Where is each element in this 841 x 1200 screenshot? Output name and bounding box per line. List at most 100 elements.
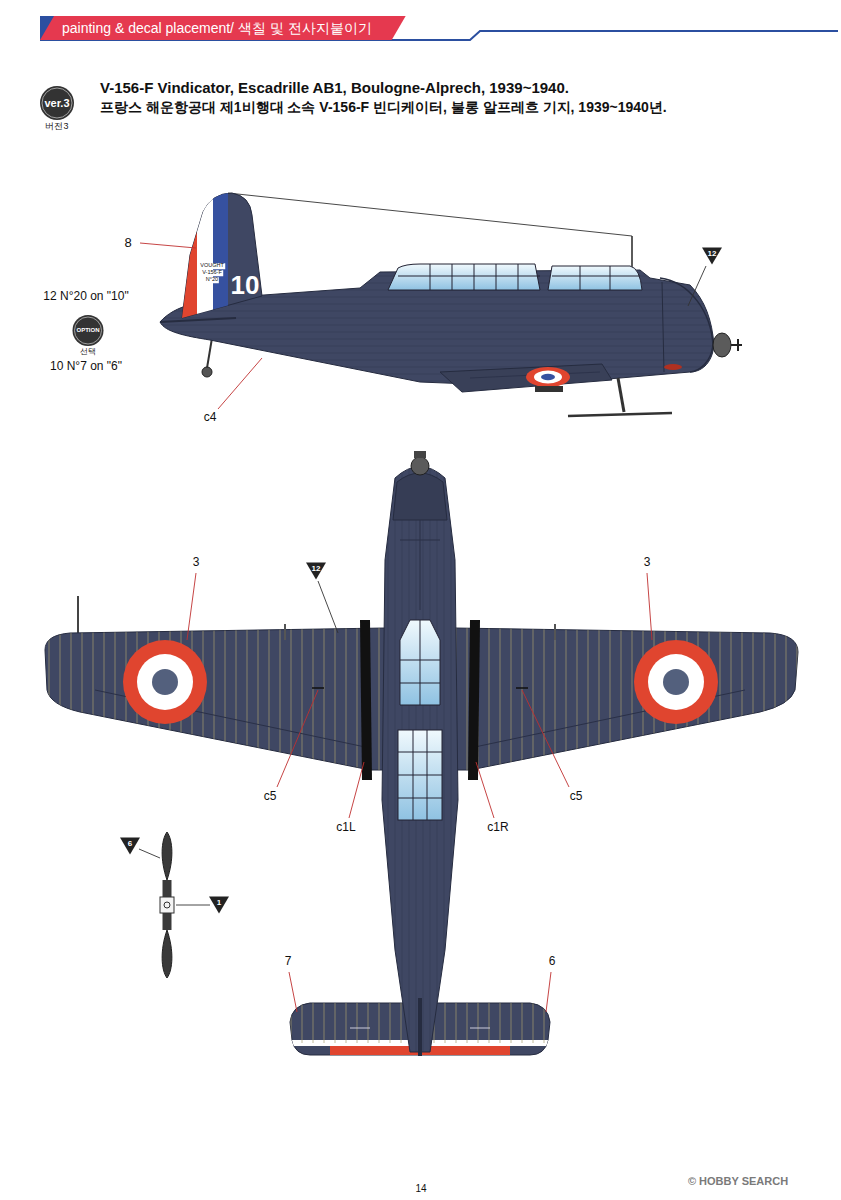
triangle-fill: [120, 838, 140, 855]
roundel-side: [526, 367, 570, 387]
rear-canopy-top: [398, 730, 442, 820]
prop-hub: [160, 897, 174, 913]
stripe-blue: [213, 190, 228, 330]
bomb-rack: [535, 386, 563, 392]
badge-caption: 버전3: [45, 122, 68, 132]
badge-subtext: 버전3: [45, 122, 68, 132]
leader-line: [277, 690, 318, 787]
triangle-fill: [702, 248, 722, 265]
canopy-frames: [398, 264, 640, 290]
decal-option-note: 10 N°7 on "6": [50, 360, 122, 374]
leader-line: [546, 972, 551, 1012]
cowl-line: [662, 282, 664, 372]
badge-disc: ver.3: [40, 86, 74, 120]
decal-triangle: 12: [702, 248, 722, 265]
triangle-number: 6: [120, 838, 140, 849]
disc-ring: [42, 88, 72, 118]
leader-line: [140, 243, 196, 248]
front-canopy-top: [400, 620, 440, 705]
prop-blade: [162, 832, 172, 880]
leader-line: [647, 573, 652, 640]
tail-marking: VOUGHT: [199, 263, 225, 269]
top-view: [40, 451, 805, 1060]
leader-line: [349, 762, 364, 818]
decal-triangle: 1: [209, 897, 229, 914]
walkway-left: [360, 620, 372, 780]
badge-caption: 선택: [80, 348, 96, 357]
roundel-right-blue: [663, 669, 689, 695]
version-badge: ver.3 버전3: [40, 86, 74, 132]
header-band: painting & decal placement/ 색칠 및 전사지붙이기: [40, 16, 406, 40]
leader-line: [289, 972, 297, 1012]
tail-marking: V-156-F: [201, 270, 223, 276]
color-callout: c5: [570, 790, 583, 804]
leader-line: [176, 905, 210, 906]
rear-canopy-side: [388, 264, 540, 290]
badge-text: ver.3: [44, 97, 69, 109]
fuselage-code: 10: [231, 271, 260, 301]
tailwheel: [202, 367, 212, 377]
pitot: [77, 596, 79, 636]
wing-side: [440, 364, 612, 392]
spinner-side: [713, 333, 731, 357]
callout-number: 7: [285, 955, 292, 969]
leader-line: [139, 849, 160, 858]
color-callout: c4: [204, 411, 217, 425]
title-text: V-156-F Vindicator, Escadrille AB1, Boul…: [100, 79, 569, 96]
page-number: 14: [415, 1183, 426, 1195]
band-corner: [40, 16, 54, 40]
gear-ski: [568, 413, 672, 416]
tailwheel-strut: [207, 338, 212, 368]
prop-hub-ring: [164, 902, 170, 908]
badge-disc: OPTION: [72, 315, 103, 346]
decal-option-note: 12 N°20 on "10": [43, 290, 128, 304]
disc-fill: [40, 86, 74, 120]
prop-blade: [162, 930, 172, 978]
roundel-left-white: [137, 654, 193, 710]
watermark: © HOBBY SEARCH: [688, 1175, 788, 1188]
roundel-left: [123, 640, 207, 724]
canopy-frames: [400, 620, 440, 705]
header-text: painting & decal placement/ 색칠 및 전사지붙이기: [40, 16, 406, 40]
stripe-red: [170, 190, 197, 330]
roundel-left-blue: [152, 669, 178, 695]
canopy-frames: [398, 730, 442, 820]
leader-lines: [139, 573, 652, 1012]
roundel-right: [634, 640, 718, 724]
leader-line: [318, 581, 338, 633]
fin-top: [418, 998, 422, 1056]
triangle-number: 12: [702, 248, 722, 259]
leader-line: [688, 266, 706, 306]
option-badge: OPTION 선택: [72, 315, 103, 357]
prop-hub: [731, 339, 742, 351]
leader-line: [476, 762, 494, 818]
triangle-number: 1: [209, 897, 229, 908]
leader-lines: [140, 243, 706, 409]
cowl-ring: [660, 278, 713, 372]
stripe-white: [197, 190, 213, 330]
callout-number: 8: [124, 236, 131, 251]
leader-line: [522, 690, 569, 787]
gear-leg: [618, 378, 624, 412]
spinner-top: [411, 457, 429, 475]
front-canopy-side: [548, 266, 642, 290]
antenna-wire: [228, 193, 632, 236]
side-view: [150, 190, 742, 416]
color-callout: c1R: [487, 821, 508, 835]
propeller: [160, 832, 174, 978]
fuselage-stringers: [150, 260, 730, 400]
fuselage-stringers: [375, 470, 465, 1060]
rudder-stripes: [170, 190, 228, 330]
color-callout: c5: [264, 790, 277, 804]
triangle-fill: [209, 897, 229, 914]
badge-text: OPTION: [76, 327, 99, 334]
callout-number: 6: [549, 955, 556, 969]
disc-ring: [74, 317, 101, 344]
walkway-right: [468, 620, 480, 780]
decal-triangle: 6: [120, 838, 140, 855]
decal-triangle: 12: [306, 563, 326, 580]
cowl-top: [393, 473, 447, 520]
badge-subtext: 선택: [80, 348, 96, 357]
triangle-number: 12: [306, 563, 326, 574]
